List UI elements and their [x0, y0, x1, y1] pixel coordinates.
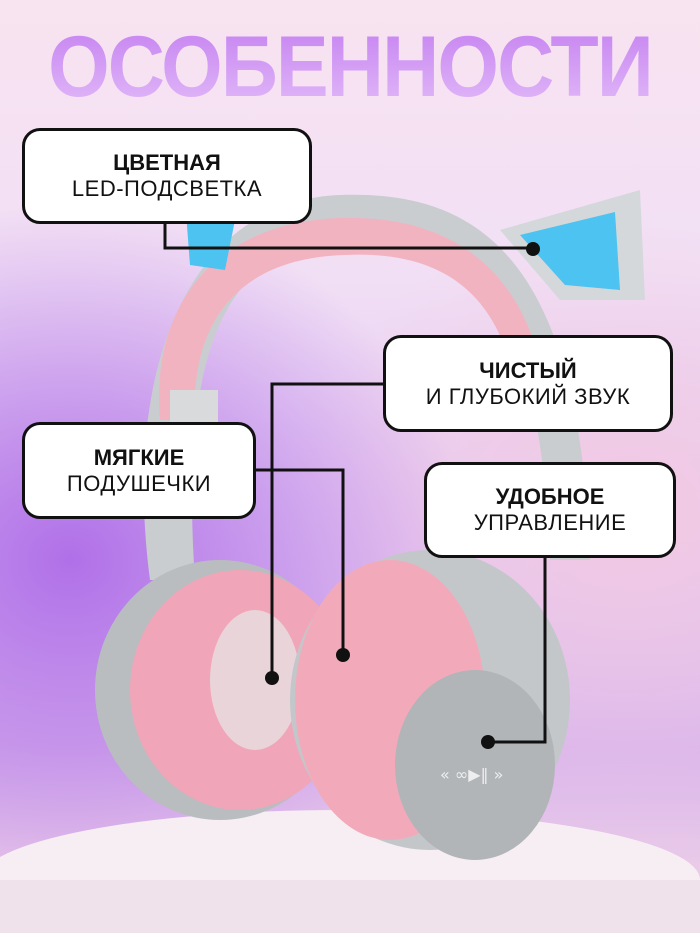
callout-lines	[163, 224, 547, 744]
headband-pad	[159, 217, 548, 420]
feature-bold: ЧИСТЫЙ	[479, 357, 577, 383]
feature-text: LED-ПОДСВЕТКА	[71, 176, 263, 201]
feature-led: ЦВЕТНАЯ LED-ПОДСВЕТКА	[22, 128, 312, 224]
feature-bold: МЯГКИЕ	[93, 444, 185, 470]
feature-cushions: МЯГКИЕ ПОДУШЕЧКИ	[22, 422, 256, 519]
control-buttons-icon: « ∞▶‖ »	[440, 765, 503, 784]
page-title: ОСОБЕННОСТИ	[28, 18, 672, 117]
callout-dots	[265, 242, 540, 749]
podium-side	[0, 880, 700, 933]
headband	[143, 194, 590, 580]
left-cushion-hole	[210, 610, 300, 750]
feature-controls: УДОБНОЕ УПРАВЛЕНИЕ	[424, 462, 676, 558]
feature-bold: ЦВЕТНАЯ	[113, 150, 221, 175]
feature-text: И ГЛУБОКИЙ ЗВУК	[425, 383, 631, 409]
feature-text: УПРАВЛЕНИЕ	[473, 510, 627, 535]
feature-bold: УДОБНОЕ	[495, 484, 605, 509]
right-ear-led	[520, 212, 620, 290]
feature-text: ПОДУШЕЧКИ	[66, 470, 212, 496]
feature-sound: ЧИСТЫЙ И ГЛУБОКИЙ ЗВУК	[383, 335, 673, 432]
control-panel	[395, 670, 555, 860]
